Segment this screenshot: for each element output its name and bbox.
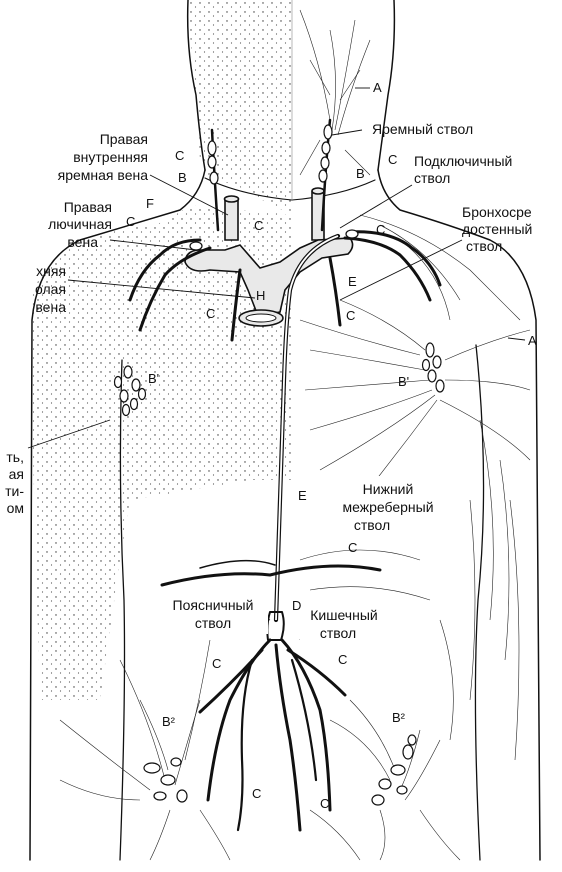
marker-c-intercostal: C <box>348 540 357 555</box>
marker-f: F <box>146 196 154 211</box>
lower-intercostal-trunk <box>162 566 380 585</box>
label-intestinal-trunk-line1: Кишечный <box>310 607 377 623</box>
label-area-left-line3: ти- <box>5 483 24 499</box>
marker-c-right-neck: C <box>175 148 184 163</box>
label-area-left-line4: ом <box>7 500 24 516</box>
marker-d: D <box>292 598 301 613</box>
label-lower-intercostal-line1: Нижний <box>363 481 414 497</box>
label-subclavian-trunk-line2: ствол <box>414 170 450 186</box>
label-right-subclavian-line2: лючичная <box>48 216 112 232</box>
marker-c-left-subclavian: C <box>376 222 385 237</box>
marker-c-left-neck: C <box>388 152 397 167</box>
label-right-internal-jugular-line1: Правая <box>100 131 148 147</box>
label-bronchomediastinal-line3: ствол <box>466 238 502 254</box>
label-lumbar-trunk-line2: ствол <box>195 615 231 631</box>
marker-c-lumbar-right: C <box>338 652 347 667</box>
label-jugular-trunk: Яремный ствол <box>372 121 473 137</box>
label-area-left-line1: ть, <box>6 449 24 465</box>
label-lower-intercostal-line3: ствол <box>354 517 390 533</box>
marker-b1-left: B' <box>398 374 409 389</box>
marker-c-bottom-left: C <box>252 786 261 801</box>
label-svc-line2: олая <box>35 281 66 297</box>
right-lumbar-trunk <box>282 640 330 810</box>
marker-c-bottom-right: C <box>320 796 329 811</box>
marker-h: H <box>256 288 265 303</box>
marker-a-neck: A <box>373 80 382 95</box>
left-subclavian-chain <box>345 238 430 300</box>
marker-b-right-neck: B <box>178 170 187 185</box>
label-area-left-line2: ая <box>9 466 24 482</box>
marker-a-arm: A <box>528 333 537 348</box>
label-right-internal-jugular-line3: яремная вена <box>58 167 149 183</box>
right-jugular-cut <box>225 196 239 202</box>
marker-b1-right: B' <box>148 371 159 386</box>
marker-e-upper: E <box>348 274 357 289</box>
label-right-internal-jugular-line2: внутренняя <box>73 149 148 165</box>
label-bronchomediastinal-line1: Бронхосре <box>462 204 532 220</box>
stippled-region-head-neck <box>188 0 292 215</box>
marker-c-center: C <box>254 218 263 233</box>
marker-c-left-bronch: C <box>346 308 355 323</box>
label-right-subclavian-line1: Правая <box>64 199 112 215</box>
left-jugular-cut <box>312 188 324 194</box>
marker-b2-left: B² <box>162 714 176 729</box>
left-bronchomediastinal-chain <box>330 258 340 325</box>
label-subclavian-trunk-line1: Подключичный <box>414 153 512 169</box>
label-svc-line1: хняя <box>36 263 66 279</box>
svc-lumen <box>246 314 276 322</box>
label-svc-line3: вена <box>35 299 66 315</box>
label-lower-intercostal-line2: межреберный <box>342 499 433 515</box>
marker-c-lumbar-left: C <box>212 656 221 671</box>
label-lumbar-trunk-line1: Поясничный <box>173 597 254 613</box>
right-internal-jugular-vein <box>225 200 238 240</box>
marker-c-right-bronch: C <box>206 306 215 321</box>
label-bronchomediastinal-line2: достенный <box>462 221 532 237</box>
marker-b2-right: B² <box>392 710 406 725</box>
label-intestinal-trunk-line2: ствол <box>320 625 356 641</box>
label-right-subclavian-line3: вена <box>67 234 98 250</box>
marker-c-right-subclavian: C <box>126 214 135 229</box>
right-arm-inner-line <box>475 345 483 860</box>
marker-e-duct: E <box>298 488 307 503</box>
marker-b-left-neck: B <box>356 166 365 181</box>
